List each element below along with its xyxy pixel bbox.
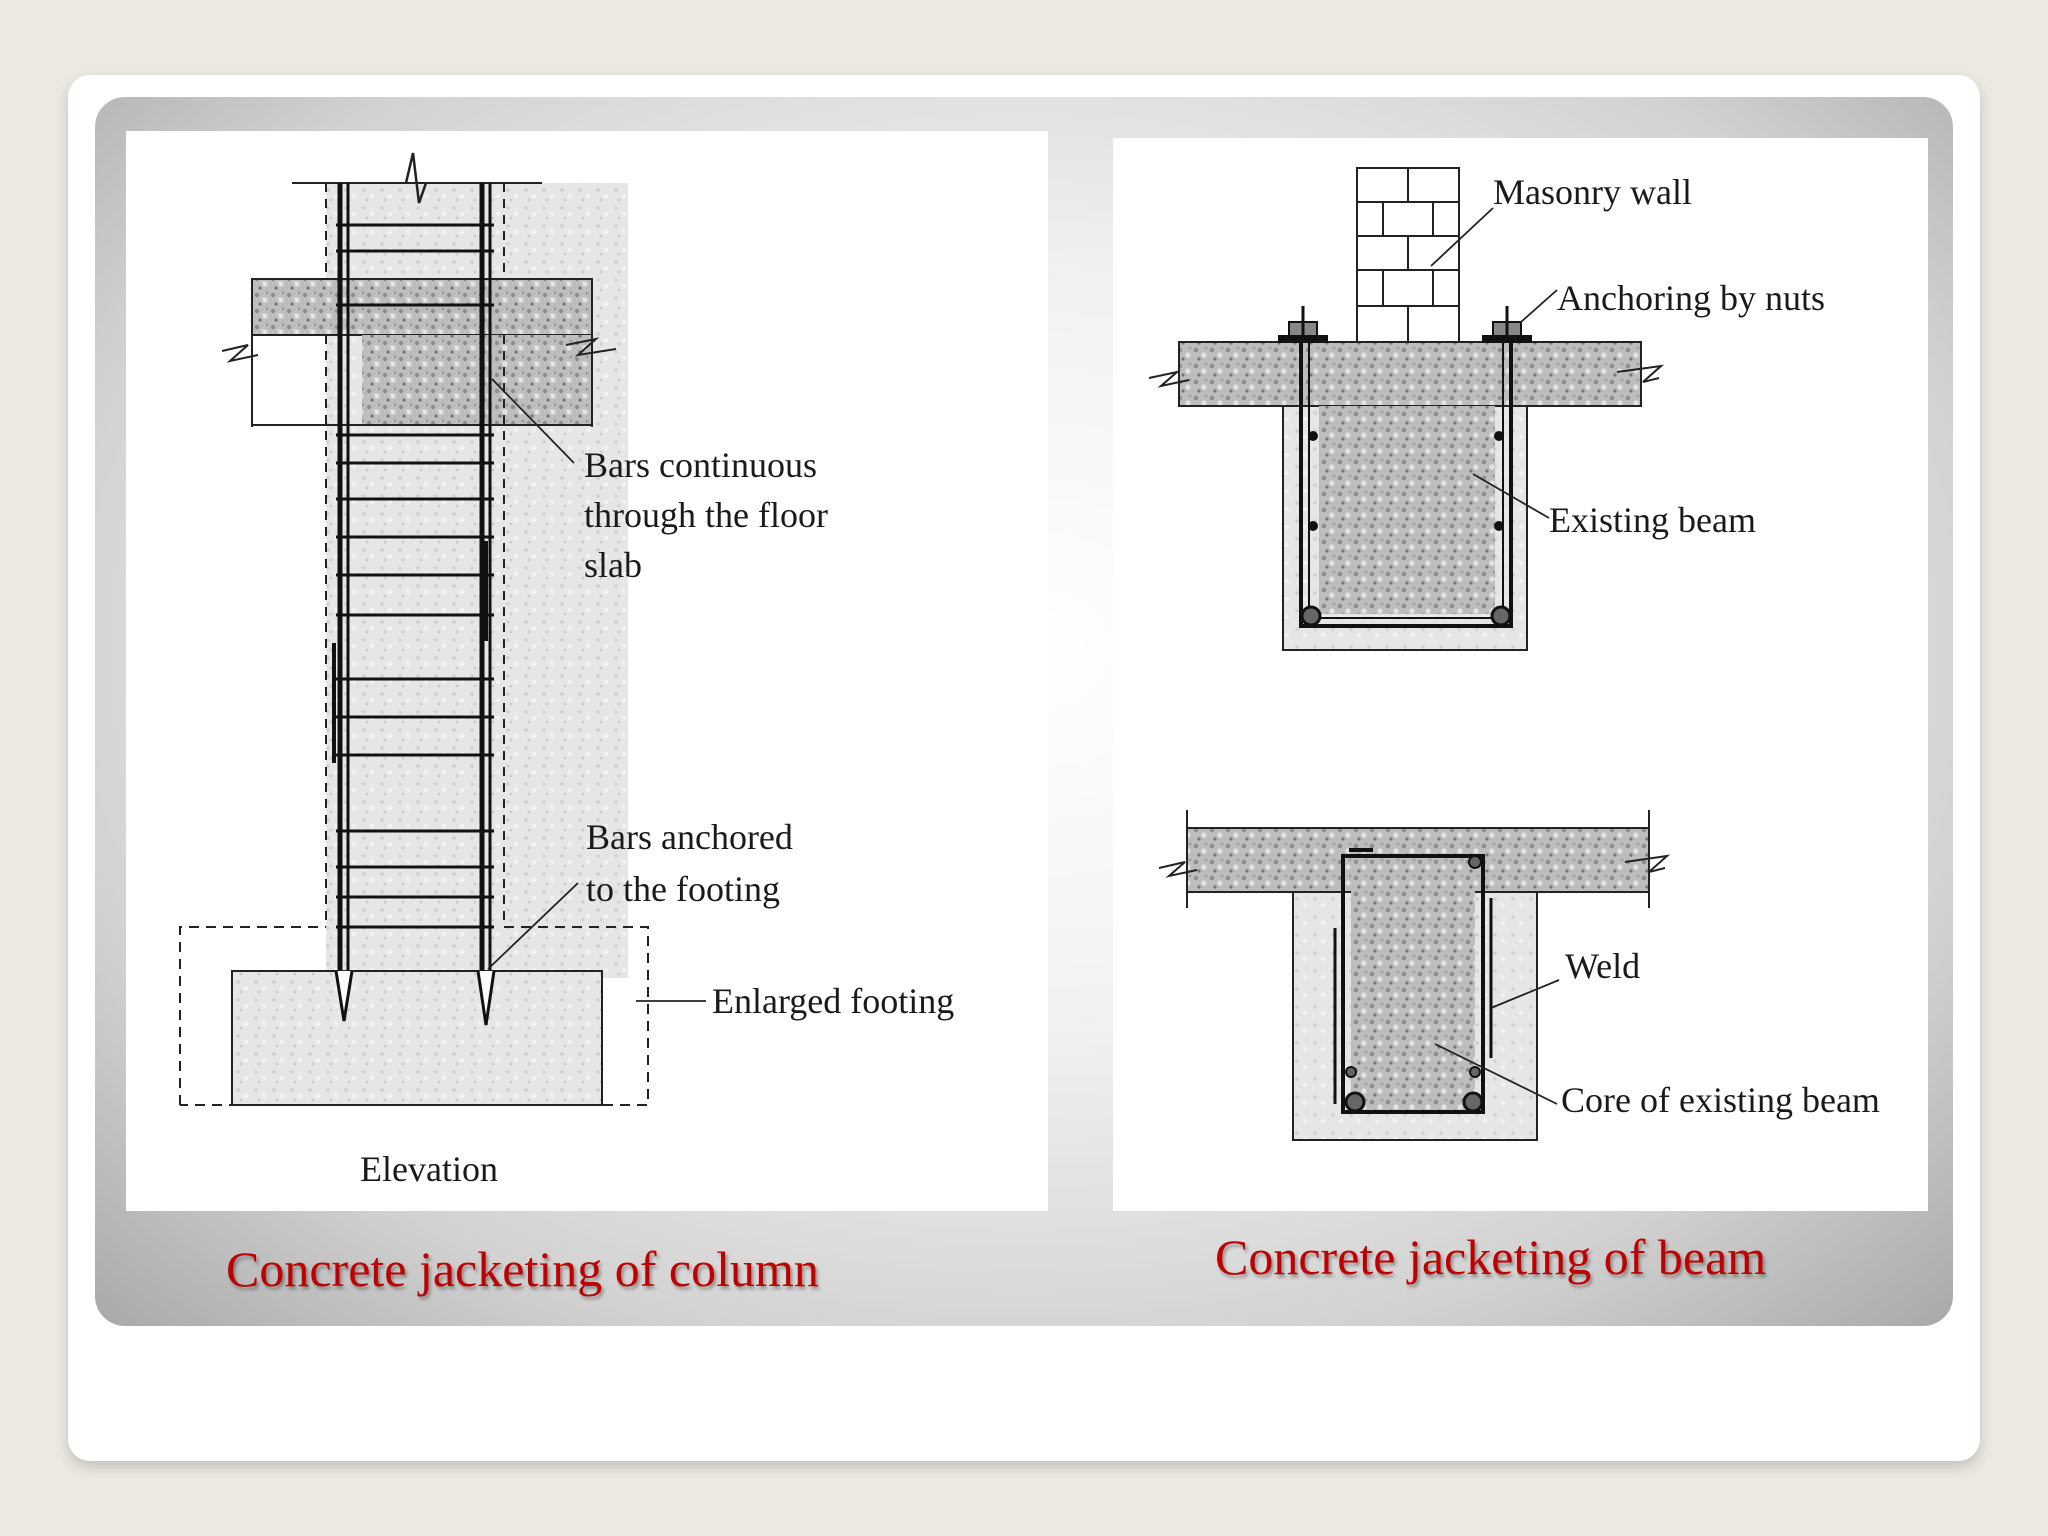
enlarged-footing-outline <box>179 926 649 1106</box>
label-bars-continuous-3: slab <box>584 545 642 585</box>
column-elevation-drawing: Bars continuous through the floor slab B… <box>179 152 954 1189</box>
existing-beam <box>1319 406 1495 614</box>
label-core-of-existing-beam: Core of existing beam <box>1561 1080 1880 1120</box>
label-bars-continuous-2: through the floor <box>584 495 828 535</box>
label-existing-beam: Existing beam <box>1549 500 1756 540</box>
floor-slab <box>251 278 593 336</box>
core-of-existing-beam <box>1351 858 1475 1110</box>
caption-beam: Concrete jacketing of beam <box>1215 1229 1767 1285</box>
label-anchoring-by-nuts: Anchoring by nuts <box>1557 278 1825 318</box>
label-bars-continuous-1: Bars continuous <box>584 445 817 485</box>
label-enlarged-footing: Enlarged footing <box>712 981 954 1021</box>
column-jacketing-diagram: Bars continuous through the floor slab B… <box>126 131 1048 1211</box>
label-weld: Weld <box>1565 946 1640 986</box>
label-masonry-wall: Masonry wall <box>1493 172 1692 212</box>
beam-section-drawings: Masonry wall Anchoring by nuts Existing … <box>1148 167 1880 1141</box>
existing-footing <box>231 970 603 1106</box>
label-elevation: Elevation <box>360 1149 498 1189</box>
label-bars-anchored-1: Bars anchored <box>586 817 793 857</box>
label-bars-anchored-2: to the footing <box>586 869 780 909</box>
caption-column: Concrete jacketing of column <box>226 1241 819 1297</box>
upper-slab <box>1178 341 1642 407</box>
beam-jacketing-diagram: Masonry wall Anchoring by nuts Existing … <box>1113 138 1928 1211</box>
